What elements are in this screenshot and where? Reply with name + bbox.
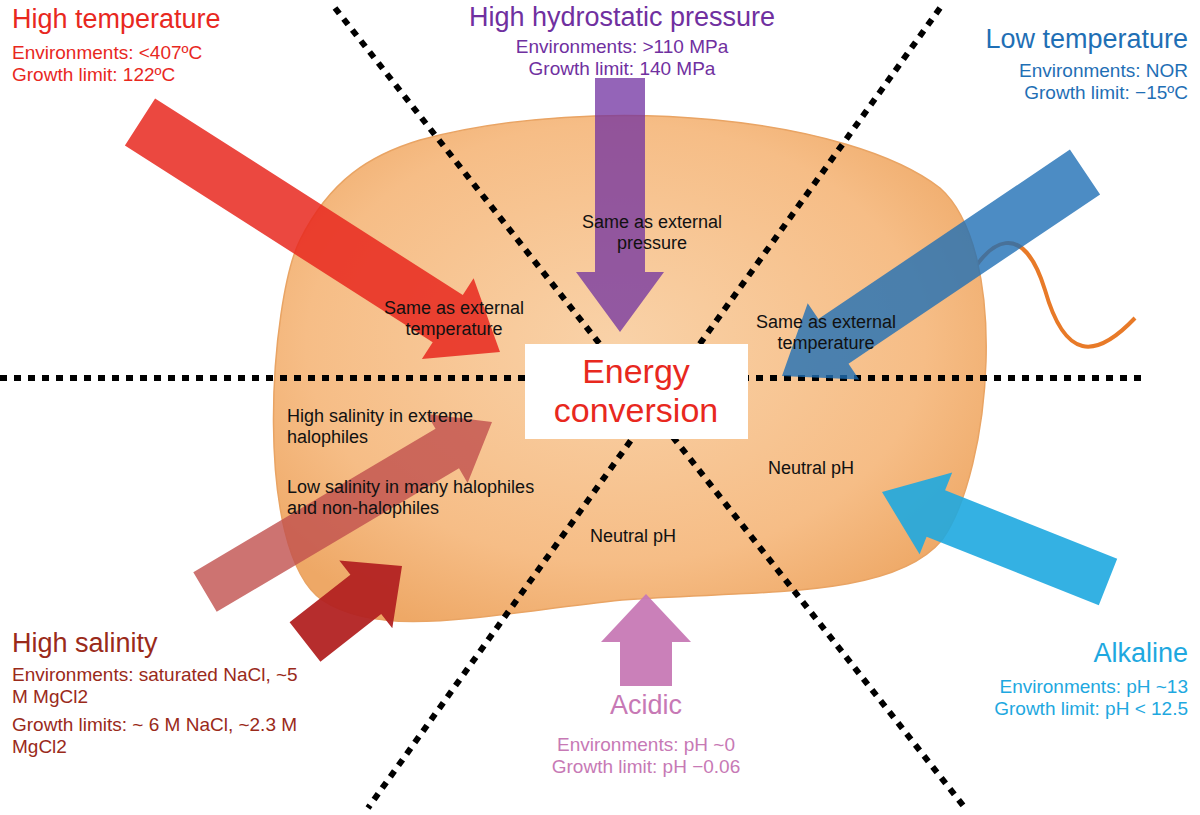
detail: Environments: pH ~0 <box>496 734 796 756</box>
detail: Growth limit: pH < 12.5 <box>888 698 1188 720</box>
detail: Growth limit: −15ºC <box>888 82 1188 104</box>
detail: Environments: NOR <box>888 60 1188 82</box>
detail: Environments: <407ºC <box>12 42 312 64</box>
detail: Growth limit: 122ºC <box>12 64 312 86</box>
inner-note: Same as external pressure <box>557 212 747 254</box>
inner-note: Low salinity in many halophiles and non-… <box>287 477 537 519</box>
center-box: Energy conversion <box>525 344 748 439</box>
detail: Growth limit: 140 MPa <box>472 58 772 80</box>
inner-note: Neutral pH <box>590 526 710 547</box>
stress-arrow <box>576 78 664 332</box>
node-text: Energy conversion <box>537 352 736 430</box>
divider-lines <box>0 8 1145 808</box>
inner-note: High salinity in extreme halophiles <box>287 406 517 448</box>
detail: Growth limits: ~ 6 M NaCl, ~2.3 M MgCl2 <box>12 714 312 758</box>
detail: Environments: >110 MPa <box>472 36 772 58</box>
inner-note: Neutral pH <box>768 458 888 479</box>
stress-arrow <box>290 561 402 662</box>
stress-arrows <box>125 78 1117 686</box>
inner-note: Same as external temperature <box>726 312 926 354</box>
heading: High hydrostatic pressure <box>442 2 802 34</box>
detail: Growth limit: pH −0.06 <box>496 756 796 778</box>
detail: Environments: saturated NaCl, ~5 M MgCl2 <box>12 664 302 708</box>
detail: Environments: pH ~13 <box>888 676 1188 698</box>
heading: Alkaline <box>988 638 1188 670</box>
stress-arrow <box>601 594 691 686</box>
heading: High salinity <box>12 628 312 660</box>
inner-note: Same as external temperature <box>354 298 554 340</box>
stress-arrow <box>882 473 1117 606</box>
heading: Low temperature <box>888 24 1188 56</box>
heading: High temperature <box>12 4 312 36</box>
heading: Acidic <box>546 690 746 722</box>
